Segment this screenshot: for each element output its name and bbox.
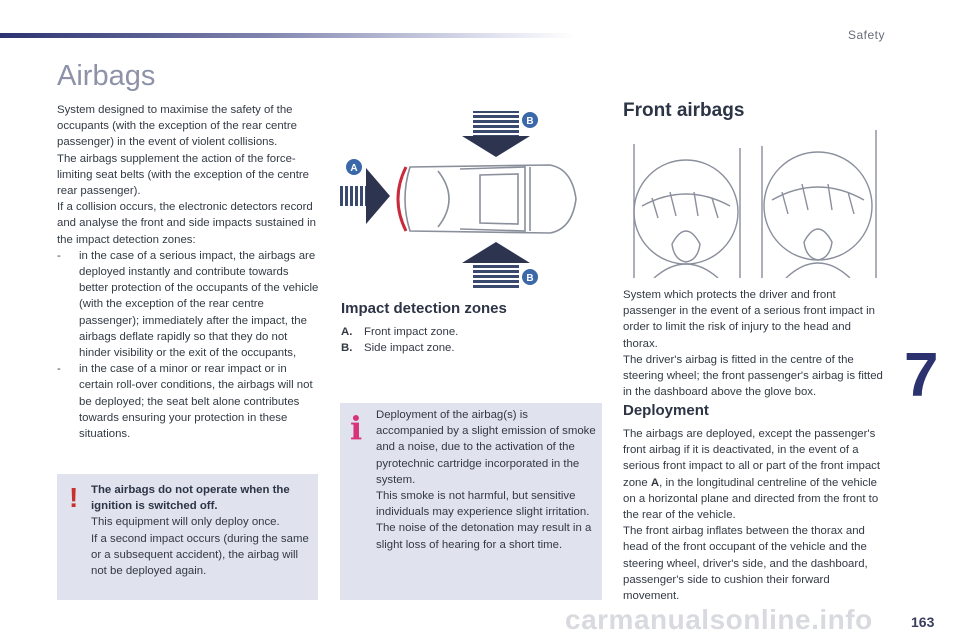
warning-box: ! The airbags do not operate when the ig… [57,474,318,600]
info-text: The noise of the detonation may result i… [376,522,592,551]
top-arrow-icon [462,111,530,157]
impact-zones-heading: Impact detection zones [341,300,507,317]
list-item: B. Side impact zone. [341,340,591,356]
page-number: 163 [911,614,935,630]
impact-zones-list: A. Front impact zone. B. Side impact zon… [341,324,591,356]
deployment-heading: Deployment [623,402,709,419]
list-item-key: B. [341,342,353,355]
car-outline-icon [404,164,577,234]
deployment-paragraph: The airbags are deployed, except the pas… [623,426,885,523]
bottom-arrow-icon [462,242,530,288]
passenger-airbag-icon [761,130,877,278]
impact-zones-diagram: A B B [340,111,577,288]
zone-a-ref: A [650,476,660,489]
intro-paragraph: The airbags supplement the action of the… [57,152,309,198]
label-a: A [350,163,357,174]
list-item-text: Front impact zone. [364,326,459,338]
chapter-number: 7 [904,341,939,410]
warning-icon: ! [69,482,79,513]
list-item-key: A. [341,326,353,338]
front-airbags-text: System which protects the driver and fro… [623,287,885,400]
label-b-bottom: B [526,273,533,284]
header-gradient-bar [0,33,575,38]
deployment-text-part: The airbags are deployed, except the pas… [623,428,881,489]
intro-paragraph: If a collision occurs, the electronic de… [57,201,316,246]
bullet-mark: - [57,363,61,376]
info-text: Deployment of the airbag(s) is accompani… [376,409,596,486]
front-impact-arc [396,166,408,232]
front-airbags-illustration [633,130,877,278]
label-a-badge: A [346,159,362,175]
deployment-text: The airbags are deployed, except the pas… [623,426,885,604]
bullet-text: in the case of a serious impact, the air… [79,249,319,360]
bullet-text: in the case of a minor or rear impact or… [79,363,313,441]
front-arrow-icon [340,168,390,224]
info-icon: i [350,409,363,447]
warning-text: This equipment will only deploy once. [91,516,280,529]
label-b-top: B [526,116,533,127]
label-b-bottom-badge: B [522,269,538,285]
front-airbags-heading: Front airbags [623,100,745,121]
driver-airbag-icon [633,144,741,278]
label-b-top-badge: B [522,112,538,128]
watermark: carmanualsonline.info [565,604,873,635]
list-item: A. Front impact zone. [341,324,591,340]
bullet-item: - in the case of a serious impact, the a… [57,248,319,361]
deployment-text-part: , in the longitudinal centreline of the … [623,476,879,522]
section-title: Safety [847,28,885,42]
warning-bold-text: The airbags do not operate when the igni… [91,484,290,513]
intro-text: System designed to maximise the safety o… [57,102,319,442]
deployment-paragraph: The front airbag inflates between the th… [623,525,868,603]
bullet-item: - in the case of a minor or rear impact … [57,361,319,442]
list-item-text: Side impact zone. [364,342,455,355]
front-airbags-paragraph: System which protects the driver and fro… [623,289,876,350]
intro-paragraph: System designed to maximise the safety o… [57,104,297,149]
info-box: i Deployment of the airbag(s) is accompa… [340,403,602,600]
warning-text: If a second impact occurs (during the sa… [91,532,309,578]
bullet-mark: - [57,249,61,262]
page-title: Airbags [57,60,156,92]
info-text: This smoke is not harmful, but sensitive… [376,490,590,519]
front-airbags-paragraph: The driver's airbag is fitted in the cen… [623,353,883,399]
